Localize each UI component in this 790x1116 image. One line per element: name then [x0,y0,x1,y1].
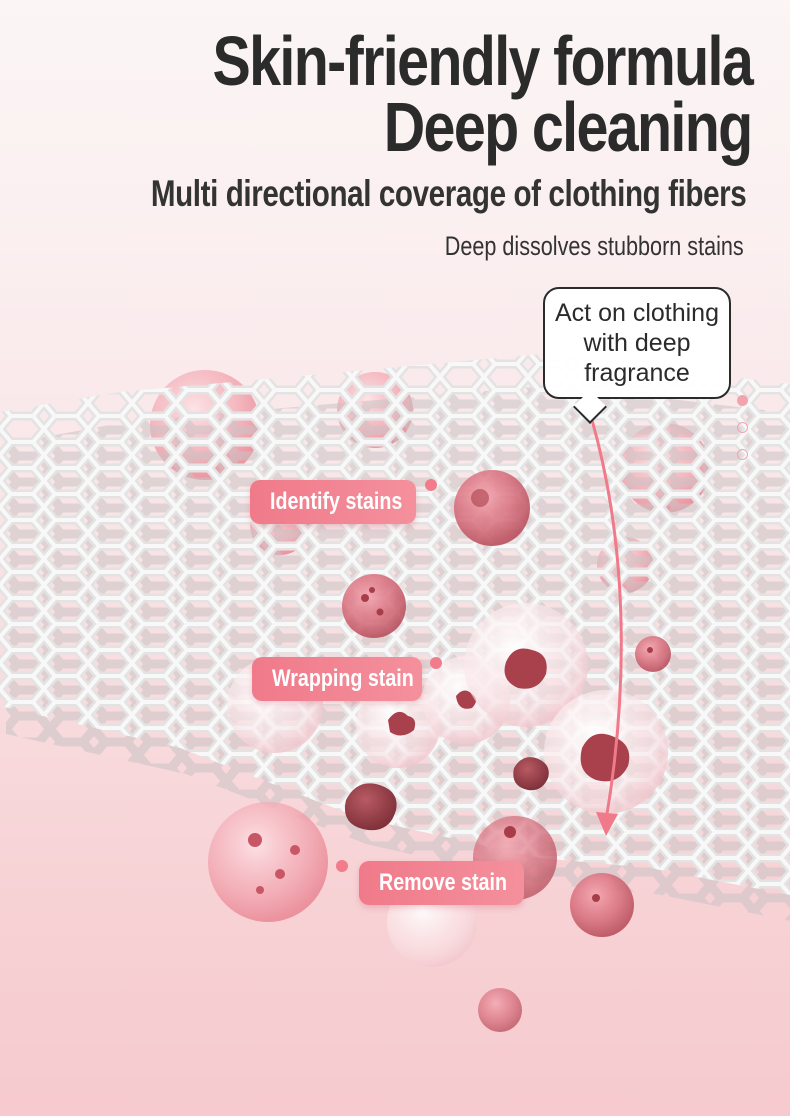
label-text: Remove stain [379,869,507,896]
wrapping-bubbles [227,603,668,814]
dots-indicator-icon [737,422,748,433]
marker-dot [336,860,348,872]
label-text: Identify stains [270,488,403,515]
dots-indicator-icon [737,395,748,406]
dots-indicator-icon [737,449,748,460]
label-identify-stains: Identify stains [250,480,416,524]
headline-line-1: Skin-friendly formula [212,22,753,100]
subtitle: Multi directional coverage of clothing f… [150,173,747,214]
label-text: Wrapping stain [272,665,414,692]
callout-bubble: Act on clothing with deep fragrance [543,287,731,399]
marker-dot [425,479,437,491]
stain-particles [342,470,671,672]
tagline: Deep dissolves stubborn stains [445,231,744,261]
curved-arrow-down-icon [590,419,623,836]
label-remove-stain: Remove stain [359,861,524,905]
callout-text: Act on clothing with deep fragrance [555,299,719,387]
headline-line-2: Deep cleaning [384,88,753,166]
dark-stain-clumps [344,757,549,831]
label-wrapping-stain: Wrapping stain [252,657,422,701]
marker-dot [430,657,442,669]
